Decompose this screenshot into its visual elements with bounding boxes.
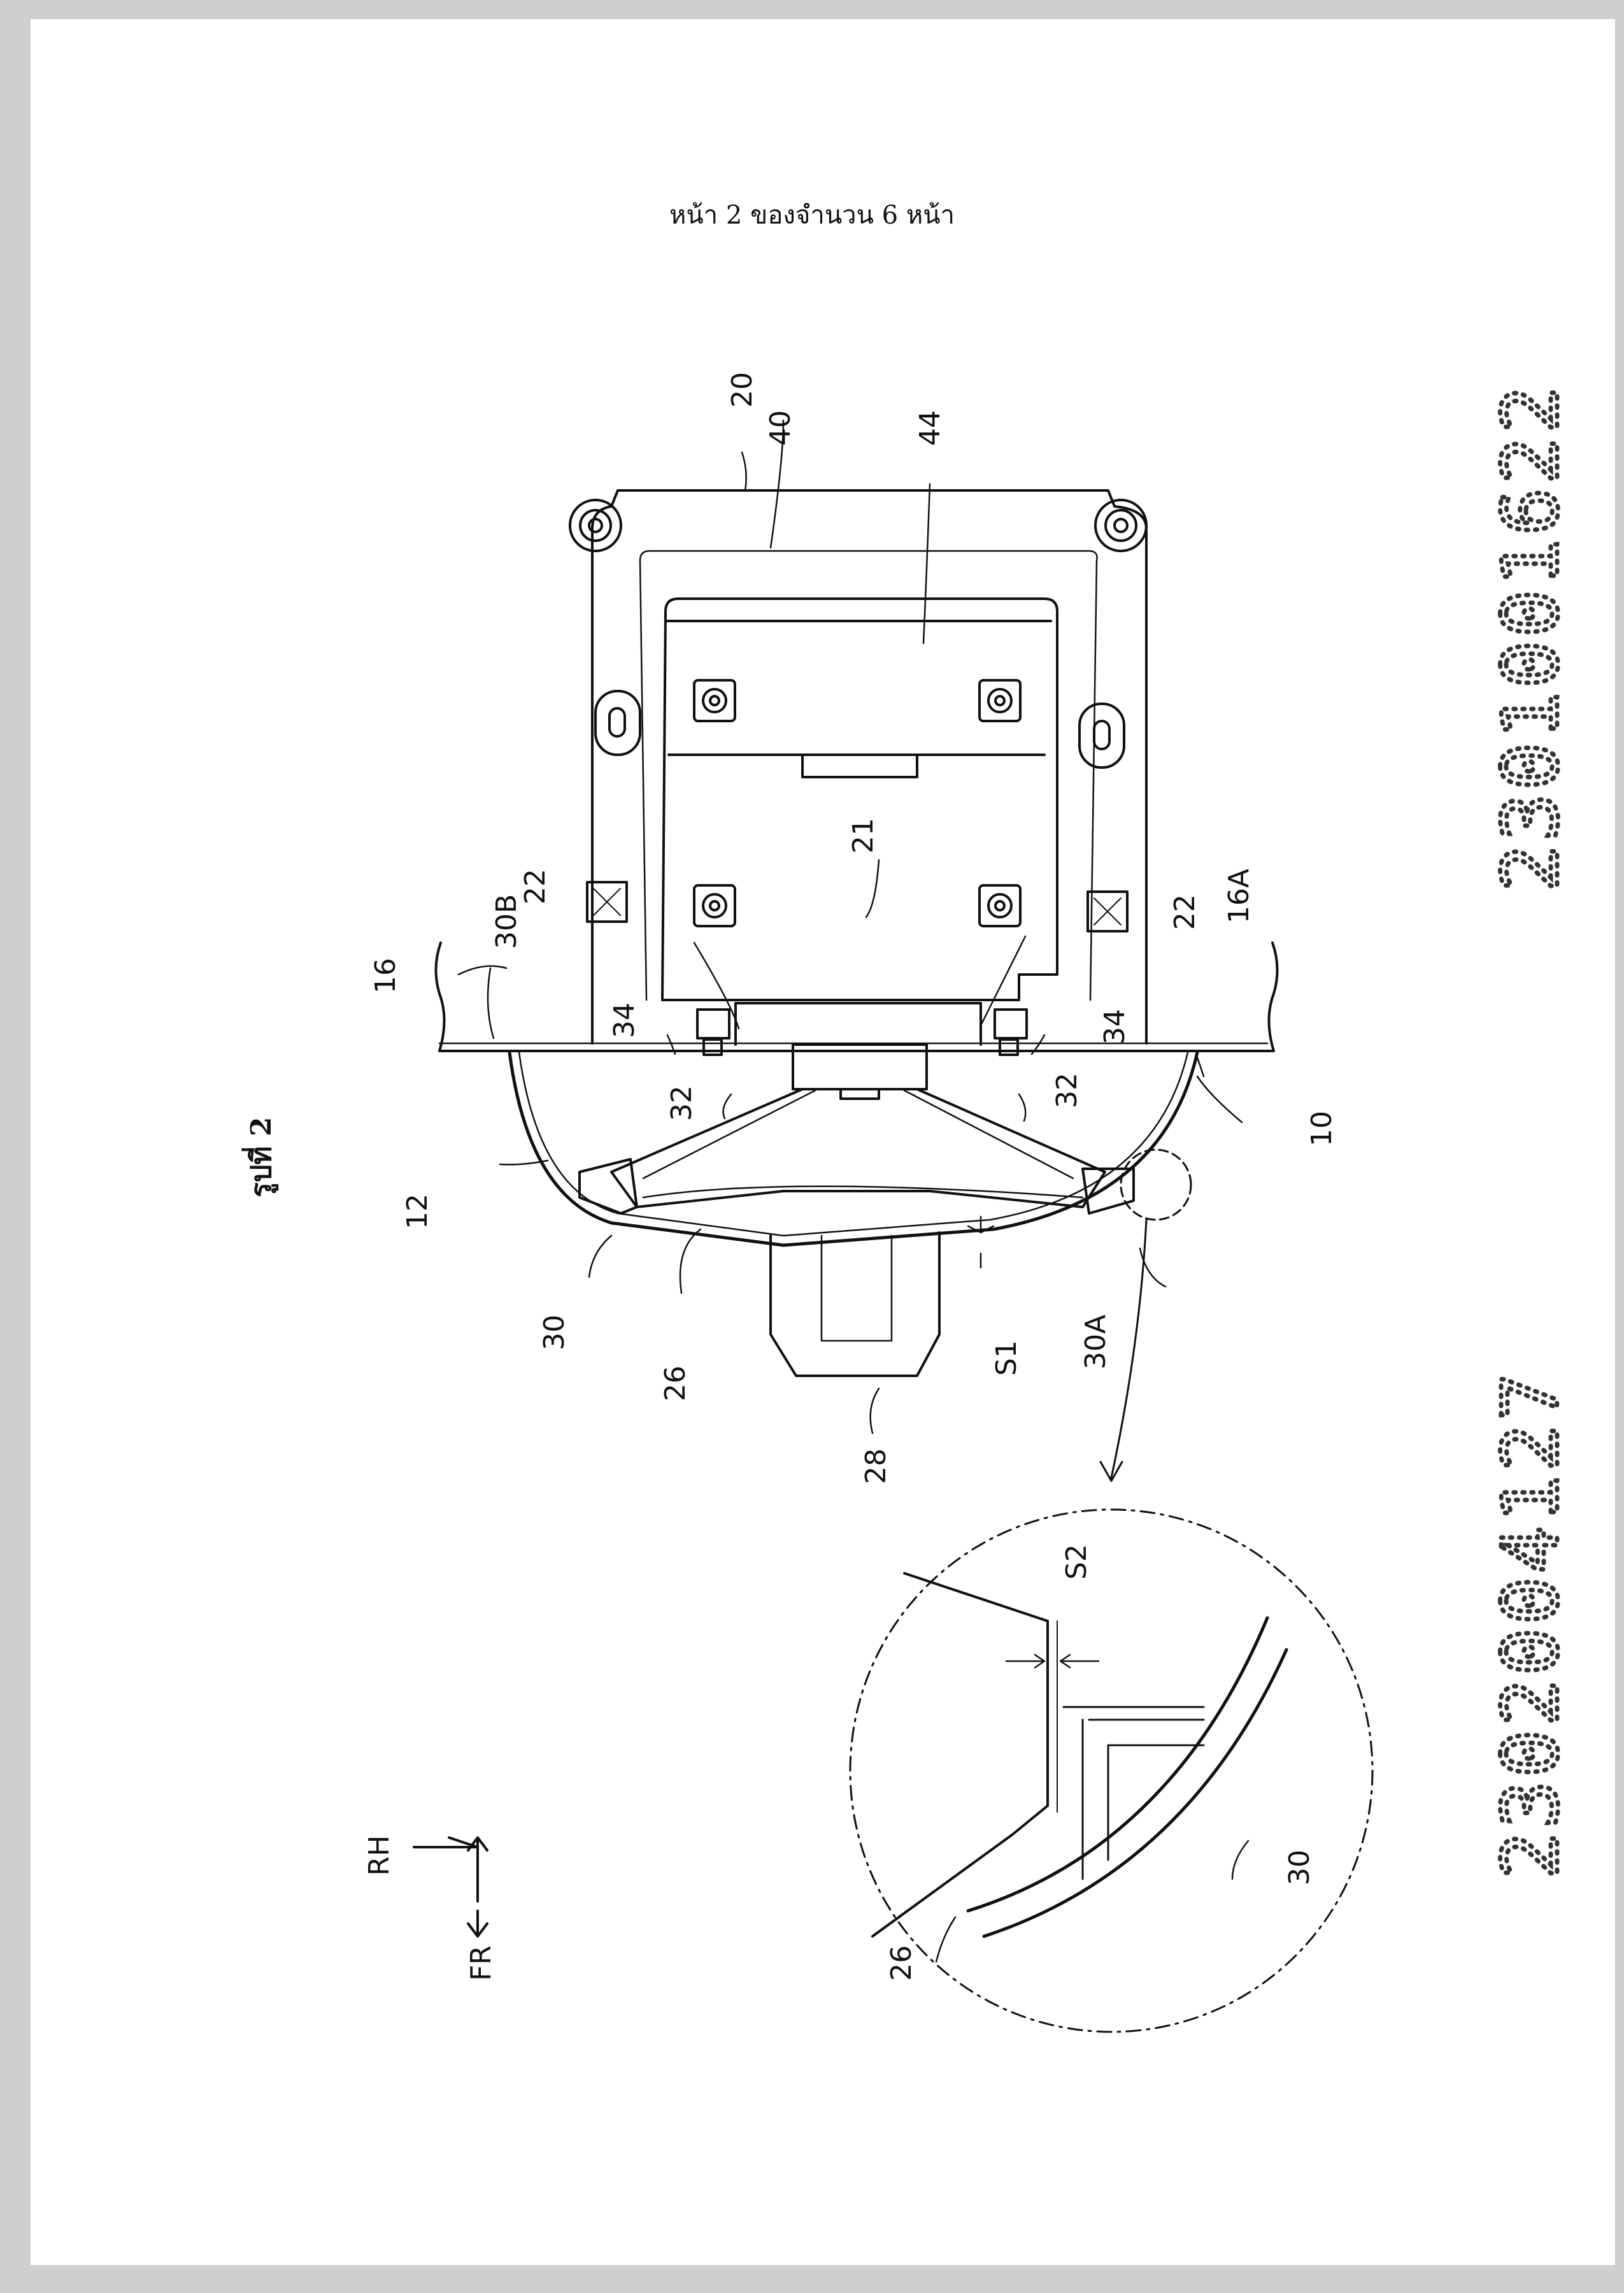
label-20: 20	[726, 372, 759, 408]
label-34-right: 34	[1099, 1009, 1131, 1045]
label-32-left: 32	[666, 1085, 698, 1121]
screw-3	[693, 884, 736, 927]
axis-fr-label: FR	[465, 1945, 497, 1981]
bracket-left	[578, 1158, 638, 1215]
slot-left	[594, 690, 641, 756]
connector-22-right	[994, 1008, 1028, 1039]
axis-rh-label: RH	[363, 1835, 395, 1876]
label-28: 28	[860, 1448, 892, 1484]
label-10: 10	[1306, 1111, 1338, 1146]
panel-16-wavy-left	[434, 941, 446, 1052]
screw-4	[978, 884, 1022, 927]
page-header: หน้า 2 ของจำนวน 6 หน้า	[669, 201, 955, 230]
detail-part-26	[871, 1572, 1049, 1938]
square-mark-left	[586, 881, 628, 923]
camera-body-28	[769, 1231, 941, 1377]
axis-fr-arrow	[413, 1836, 488, 1938]
label-22-left: 22	[519, 869, 552, 904]
s1-dimension	[967, 1215, 995, 1269]
detail-view-circle	[849, 1508, 1374, 2033]
detail-bracket	[1062, 1706, 1205, 1880]
detail-housing-30	[966, 1616, 1288, 1938]
screw-2	[978, 679, 1022, 722]
slot-right	[1078, 703, 1125, 769]
figure-caption: รูปที่ 2	[241, 1117, 278, 1198]
connector-22-left	[696, 1008, 730, 1039]
bolt-hole-tr	[1094, 499, 1148, 552]
bolt-hole-tl	[569, 499, 622, 552]
label-30: 30	[538, 1315, 571, 1350]
paper-sheet	[31, 19, 1615, 2265]
label-32-right: 32	[1051, 1073, 1083, 1108]
label-44: 44	[914, 410, 946, 446]
label-30B: 30B	[490, 894, 523, 949]
label-26-detail: 26	[885, 1945, 918, 1981]
module-40	[661, 597, 1058, 1001]
screw-1	[693, 679, 736, 722]
label-S2: S2	[1060, 1544, 1093, 1580]
label-30A: 30A	[1079, 1315, 1112, 1369]
bracket-right	[1081, 1168, 1135, 1215]
label-S1: S1	[990, 1340, 1023, 1376]
label-22-right: 22	[1169, 894, 1201, 930]
lens-cone-26	[792, 1043, 928, 1090]
label-30-detail: 30	[1283, 1850, 1316, 1885]
bracket-20	[591, 489, 1148, 1045]
stamp-bottom: 2302004127	[1487, 1369, 1576, 1879]
label-40: 40	[764, 410, 797, 446]
label-34-left: 34	[608, 1003, 641, 1038]
detail-ref-circle	[1120, 1148, 1192, 1221]
stamp-top: 2301001622	[1487, 382, 1576, 892]
label-12: 12	[401, 1194, 434, 1229]
module-44-top	[667, 754, 1046, 778]
label-16A: 16A	[1223, 869, 1255, 924]
base-21	[734, 1002, 982, 1046]
panel-16-line	[438, 941, 1279, 1052]
housing-30	[508, 1050, 1199, 1247]
square-mark-right	[1086, 890, 1129, 932]
clip-32-left	[702, 1038, 723, 1056]
label-16: 16	[369, 958, 402, 994]
label-21: 21	[847, 818, 880, 854]
clip-32-right	[999, 1038, 1019, 1056]
label-26: 26	[659, 1366, 692, 1401]
